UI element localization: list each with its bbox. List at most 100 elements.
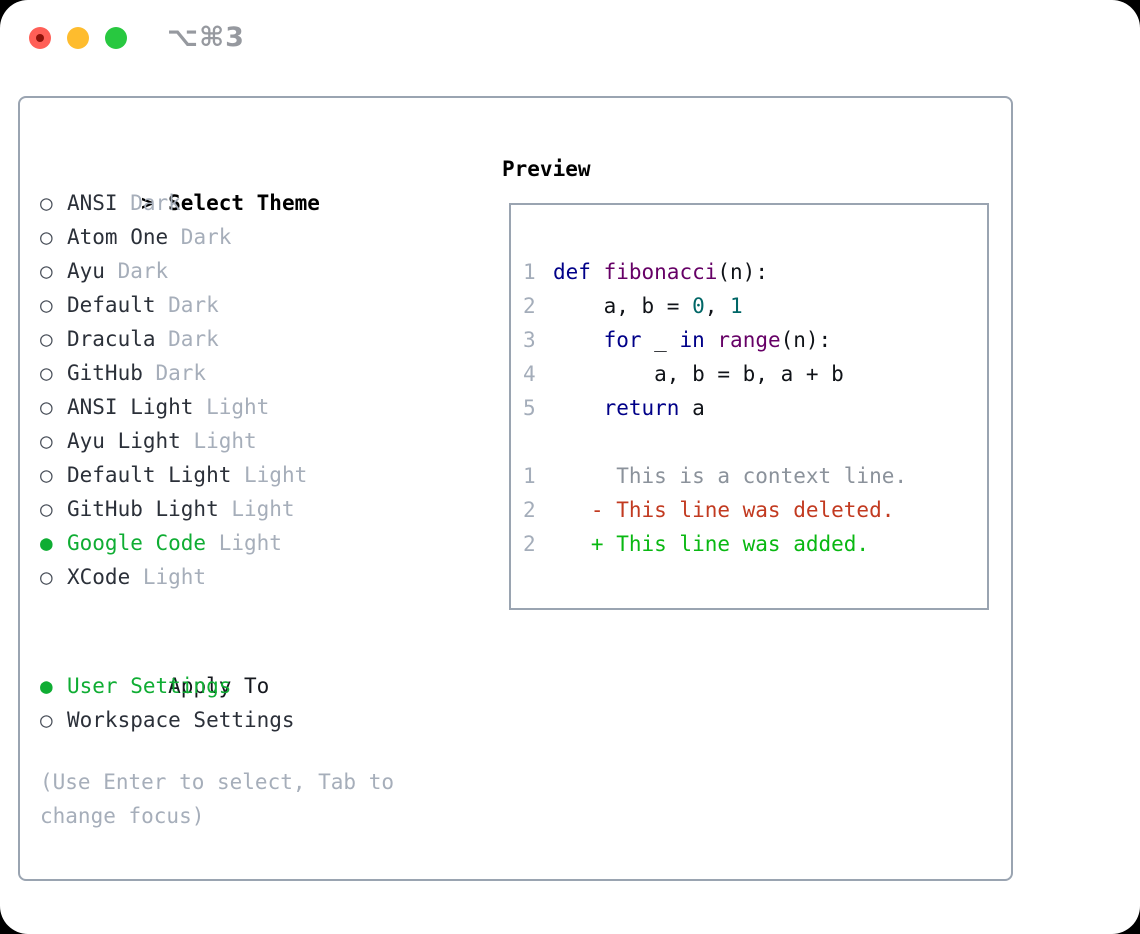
code-segment-function: range — [717, 328, 781, 352]
theme-option-xcode[interactable]: ○ XCode Light — [40, 560, 490, 594]
select-theme-header-row: > Select Theme — [40, 152, 490, 215]
preview-line-text: This is a context line. — [553, 464, 907, 488]
apply-option-label: User Settings — [67, 674, 232, 698]
theme-name: Ayu Light — [67, 429, 181, 453]
radio-unselected-icon: ○ — [40, 361, 53, 385]
apply-option-workspace-settings[interactable]: ○ Workspace Settings — [40, 703, 490, 737]
zoom-button[interactable] — [105, 27, 127, 49]
radio-unselected-icon: ○ — [40, 463, 53, 487]
select-theme-title: Select Theme — [168, 191, 320, 215]
apply-option-user-settings[interactable]: ● User Settings — [40, 669, 490, 703]
theme-variant-label: Light — [206, 395, 270, 419]
radio-unselected-icon: ○ — [40, 293, 53, 317]
preview-line-text: a, b = 0, 1 — [553, 294, 743, 318]
code-segment-plain — [705, 328, 718, 352]
line-number: 3 — [523, 328, 536, 352]
radio-unselected-icon: ○ — [40, 327, 53, 351]
help-text: (Use Enter to select, Tab to change focu… — [40, 770, 395, 828]
preview-blank-line — [523, 425, 987, 459]
preview-line-text: def fibonacci(n): — [553, 260, 768, 284]
theme-option-default-light[interactable]: ○ Default Light Light — [40, 458, 490, 492]
radio-unselected-icon: ○ — [40, 395, 53, 419]
code-segment-plain: _ — [641, 328, 680, 352]
theme-variant-label: Light — [193, 429, 257, 453]
code-segment-plain: , — [704, 294, 731, 318]
radio-selected-icon: ● — [40, 674, 53, 698]
preview-line: 5 return a — [523, 391, 987, 425]
line-number: 2 — [523, 294, 536, 318]
apply-option-label: Workspace Settings — [67, 708, 295, 732]
radio-unselected-icon: ○ — [40, 259, 53, 283]
theme-name: GitHub Light — [67, 497, 219, 521]
code-segment-plain: (n): — [717, 260, 768, 284]
preview-line: 1 This is a context line. — [523, 459, 987, 493]
radio-unselected-icon: ○ — [40, 565, 53, 589]
code-segment-keyword: for — [603, 328, 642, 352]
line-number: 2 — [523, 532, 536, 556]
line-number: 5 — [523, 396, 536, 420]
preview-line: 3 for _ in range(n): — [523, 323, 987, 357]
radio-unselected-icon: ○ — [40, 708, 53, 732]
apply-to-title: Apply To — [168, 674, 270, 698]
code-segment-keyword: def — [553, 260, 591, 284]
theme-name: XCode — [67, 565, 131, 589]
theme-name: Google Code — [67, 531, 207, 555]
preview-line: 2 a, b = 0, 1 — [523, 289, 987, 323]
window-shortcut-label: ⌥⌘3 — [167, 22, 245, 53]
line-number: 1 — [523, 260, 536, 284]
theme-name: Ayu — [67, 259, 105, 283]
preview-line: 2 - This line was deleted. — [523, 493, 987, 527]
code-segment-keyword: return — [603, 396, 680, 420]
line-number: 4 — [523, 362, 536, 386]
theme-name: Default Light — [67, 463, 232, 487]
radio-selected-icon: ● — [40, 531, 53, 555]
close-button-dot-icon — [36, 34, 44, 42]
preview-line-text: return a — [553, 396, 705, 420]
code-segment-deleted: - This line was deleted. — [553, 498, 895, 522]
apply-to-list: ● User Settings ○ Workspace Settings — [40, 669, 490, 737]
apply-to-header-row: Apply To — [40, 635, 490, 698]
theme-variant-label: Light — [244, 463, 308, 487]
code-segment-plain — [591, 260, 604, 284]
preview-line: 4 a, b = b, a + b — [523, 357, 987, 391]
theme-variant-label: Dark — [180, 225, 232, 249]
theme-variant-label: Light — [142, 565, 207, 589]
code-segment-plain: (n): — [780, 328, 832, 352]
line-number: 2 — [523, 498, 536, 522]
close-button[interactable] — [29, 27, 51, 49]
theme-name: GitHub — [67, 361, 143, 385]
radio-unselected-icon: ○ — [40, 191, 53, 215]
code-segment-added: + This line was added. — [553, 532, 870, 556]
radio-unselected-icon: ○ — [40, 429, 53, 453]
titlebar: ⌥⌘3 — [0, 0, 1140, 76]
minimize-button[interactable] — [67, 27, 89, 49]
code-segment-number: 0 — [692, 294, 705, 318]
preview-line: 1 def fibonacci(n): — [523, 255, 987, 289]
code-segment-plain: a, b = b, a + b — [553, 362, 844, 386]
code-segment-plain: a, b = — [553, 294, 693, 318]
code-segment-plain: a — [679, 396, 705, 420]
preview-line-text: for _ in range(n): — [553, 328, 832, 352]
preview-line-text: - This line was deleted. — [553, 498, 894, 522]
code-segment-number: 1 — [730, 294, 743, 318]
cursor-icon: > — [141, 191, 154, 215]
theme-option-ayu-light[interactable]: ○ Ayu Light Light — [40, 424, 490, 458]
radio-unselected-icon: ○ — [40, 225, 53, 249]
theme-variant-label: Dark — [168, 293, 219, 317]
radio-unselected-icon: ○ — [40, 497, 53, 521]
theme-variant-label: Dark — [130, 191, 181, 215]
code-segment-context: This is a context line. — [553, 464, 908, 488]
